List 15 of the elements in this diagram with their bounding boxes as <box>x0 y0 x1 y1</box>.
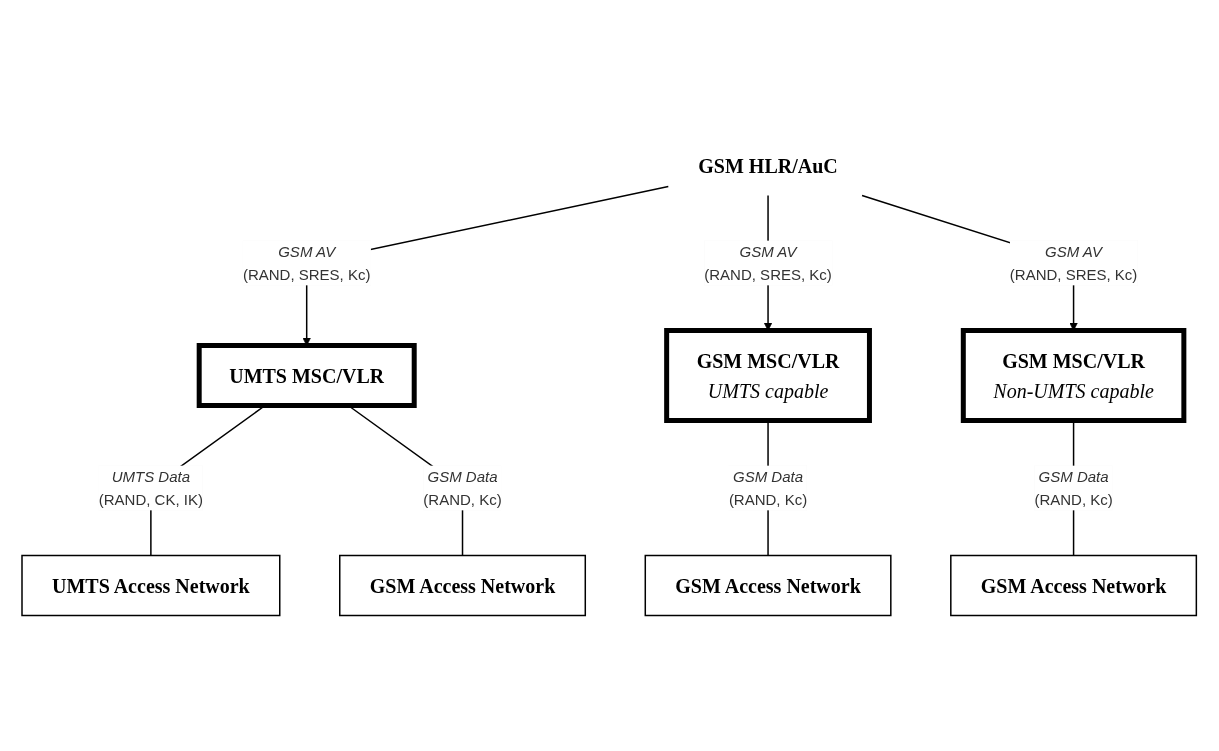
node-box: GSM Access Network <box>950 554 1198 617</box>
node-box: GSM MSC/VLR UMTS capable <box>664 328 873 423</box>
edge-label: GSM AV (RAND, SRES, Kc) <box>243 242 371 282</box>
node-box: GSM Access Network <box>644 554 892 617</box>
edge-label: GSM Data (RAND, Kc) <box>729 467 808 507</box>
edge-label: GSM AV (RAND, SRES, Kc) <box>1010 242 1138 282</box>
node-box: GSM Access Network <box>339 554 587 617</box>
node-box: UMTS MSC/VLR <box>197 343 418 408</box>
edge-label: GSM AV (RAND, SRES, Kc) <box>704 242 833 282</box>
edge-label: GSM Data (RAND, Kc) <box>423 467 503 507</box>
node-box: UMTS Access Network <box>21 554 281 617</box>
edge-label: UMTS Data (RAND, CK, IK) <box>99 467 204 507</box>
node-box: GSM MSC/VLR Non-UMTS capable <box>961 328 1187 423</box>
edge-label: GSM Data (RAND, Kc) <box>1034 467 1114 507</box>
node-text: GSM HLR/AuC <box>698 154 839 177</box>
